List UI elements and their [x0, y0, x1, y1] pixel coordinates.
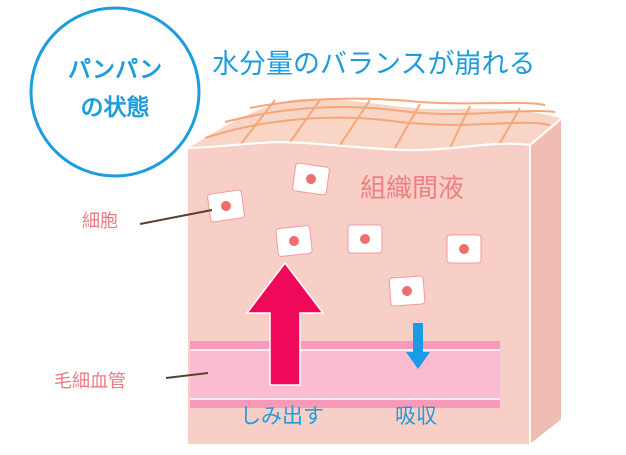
page-title: 水分量のバランスが崩れる [212, 49, 536, 80]
skin-texture-grid [204, 97, 556, 149]
cell [207, 189, 245, 223]
absorb-arrow-icon [406, 323, 430, 369]
cell [388, 275, 426, 307]
interstitial-fluid-label: 組織間液 [360, 174, 465, 204]
cell [292, 162, 330, 196]
cell [275, 225, 313, 257]
capillary-leader-line [165, 372, 209, 379]
status-badge-circle [29, 6, 201, 178]
capillary-vessel [190, 341, 500, 408]
cell [347, 224, 383, 254]
badge-line-1: パンパン [67, 57, 163, 83]
cell-label: 細胞 [82, 211, 118, 232]
seep-out-arrow-icon [245, 261, 325, 386]
capillary-label: 毛細血管 [54, 371, 126, 392]
skin-block-side [529, 115, 563, 448]
cells [207, 162, 482, 307]
badge-line-2: の状態 [80, 95, 150, 121]
absorb-label: 吸収 [395, 404, 437, 428]
cell [446, 234, 482, 264]
cell-leader-line [139, 209, 213, 225]
seep-out-label: しみ出す [240, 404, 324, 428]
